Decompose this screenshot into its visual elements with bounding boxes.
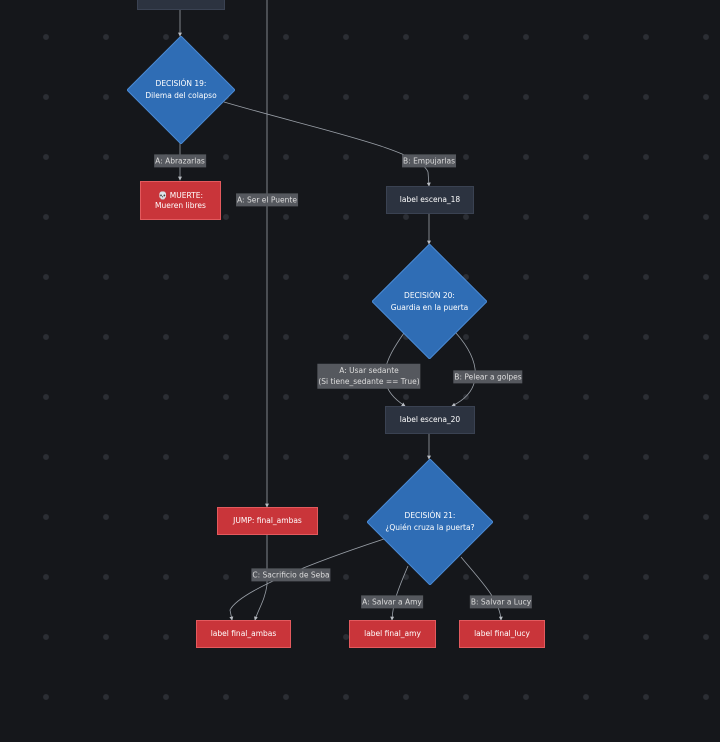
final-lucy-node[interactable]: label final_lucy xyxy=(459,620,545,648)
edge-label-usar-sedante: A: Usar sedante (Si tiene_sedante == Tru… xyxy=(317,363,421,389)
edge-label-abrazarlas: A: Abrazarlas xyxy=(154,154,206,168)
edge-label-usar-sedante-line2: (Si tiene_sedante == True) xyxy=(318,377,420,386)
edge-label-ser-puente: A: Ser el Puente xyxy=(236,193,298,207)
decision-21[interactable]: DECISIÓN 21: ¿Quién cruza la puerta? xyxy=(367,459,493,585)
edge-jump-to-final-ambas xyxy=(254,535,268,621)
edge-label-sacrificio: C: Sacrificio de Seba xyxy=(251,568,331,582)
decision-21-subtitle: ¿Quién cruza la puerta? xyxy=(385,523,475,532)
decision-21-title: DECISIÓN 21: xyxy=(404,511,456,520)
escena-18-node[interactable]: label escena_18 xyxy=(386,186,474,214)
decision-20-shape xyxy=(372,244,487,359)
edge-label-pelear: B: Pelear a golpes xyxy=(453,370,523,384)
final-amy-node[interactable]: label final_amy xyxy=(349,620,436,648)
muerte-node[interactable]: 💀 MUERTE: Mueren libres xyxy=(140,181,221,220)
muerte-line1: 💀 MUERTE: xyxy=(158,190,203,200)
muerte-line2: Mueren libres xyxy=(155,200,206,210)
final-ambas-node[interactable]: label final_ambas xyxy=(196,620,291,648)
decision-19-subtitle: Dilema del colapso xyxy=(145,91,217,100)
decision-21-shape xyxy=(367,459,493,585)
escena-20-node[interactable]: label escena_20 xyxy=(385,406,475,434)
edge-d21-lucy xyxy=(460,556,503,621)
decision-20-subtitle: Guardia en la puerta xyxy=(390,302,469,312)
edge-d19-to-escena18 xyxy=(223,101,431,187)
decision-20-title: DECISIÓN 20: xyxy=(404,290,455,300)
decision-19-shape xyxy=(127,36,235,144)
decision-20[interactable]: DECISIÓN 20: Guardia en la puerta xyxy=(372,244,487,359)
edge-label-salvar-lucy: B: Salvar a Lucy xyxy=(469,595,533,609)
edge-label-salvar-amy: A: Salvar a Amy xyxy=(361,595,423,609)
decision-19[interactable]: DECISIÓN 19: Dilema del colapso xyxy=(127,36,235,144)
edge-label-usar-sedante-line1: A: Usar sedante xyxy=(339,365,399,375)
edge-d21-amy xyxy=(390,565,409,621)
decision-19-title: DECISIÓN 19: xyxy=(155,79,207,88)
top-scene-node[interactable] xyxy=(137,0,225,10)
edge-label-empujarlas: B: Empujarlas xyxy=(402,154,456,168)
jump-final-ambas-node[interactable]: JUMP: final_ambas xyxy=(217,507,318,535)
